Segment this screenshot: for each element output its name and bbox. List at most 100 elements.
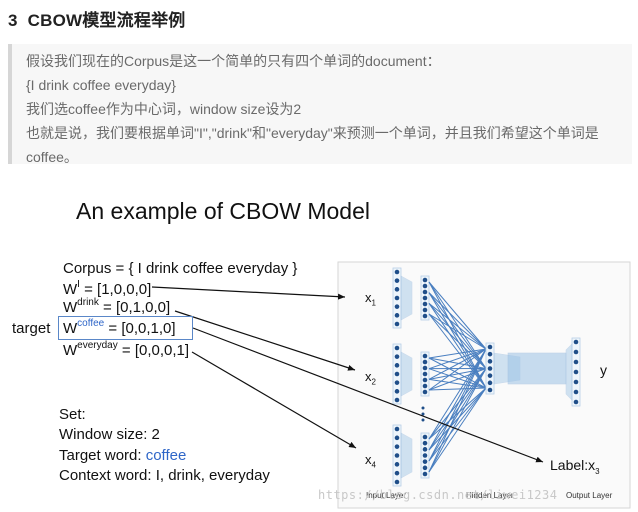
vector-w-i: WI = [1,0,0,0]	[63, 279, 152, 298]
connection-line	[428, 387, 487, 440]
input-fan-3	[400, 432, 413, 479]
input-column-1-node	[394, 278, 400, 283]
arrow-weveryday-to-x4	[191, 351, 357, 449]
output-column-node	[573, 399, 579, 405]
hidden-column-node	[487, 351, 493, 357]
hidden-layer-label: Hidden Layer	[466, 491, 514, 500]
input-column-1-node	[394, 313, 400, 318]
connection-line	[428, 292, 487, 350]
hidden-column-node	[487, 387, 493, 393]
arrow-wdrink-to-x2	[174, 310, 356, 371]
weight-column-3-node	[422, 434, 428, 440]
target-word-value: coffee	[145, 447, 187, 464]
x-sub: 2	[371, 377, 376, 387]
connection-line	[428, 387, 487, 473]
weight-column-2-node	[422, 353, 428, 359]
weight-column-1-node	[422, 301, 428, 307]
output-column-node	[573, 359, 579, 365]
input-column-3-node	[394, 453, 400, 458]
quote-line: 也就是说，我们要根据单词"I","drink"和"everyday"来预测一个单…	[26, 125, 599, 141]
set-label: Set:	[59, 406, 86, 423]
weight-column-1-node	[422, 307, 428, 313]
connection-line	[428, 387, 487, 391]
connection-line	[428, 348, 487, 370]
arrow-wcoffee-to-label	[192, 327, 544, 463]
connection-line	[428, 303, 487, 369]
arrow-wI-to-x1	[151, 286, 346, 300]
vector-base: W	[63, 299, 78, 316]
vector-value: = [1,0,0,0]	[79, 281, 152, 298]
input-column-2-node	[394, 380, 400, 385]
output-fan	[565, 343, 573, 401]
connection-line	[428, 368, 487, 473]
weight-column-3-node	[422, 471, 428, 477]
input-column-2-node	[394, 389, 400, 394]
y-label: y	[600, 362, 607, 378]
corpus-text: Corpus = { I drink coffee everyday }	[63, 260, 298, 277]
input-column-3-node	[394, 470, 400, 476]
quote-line: 我们选coffee作为中心词，window size设为2	[26, 101, 302, 117]
hidden-column-node	[487, 366, 493, 371]
vector-w-coffee: Wcoffee = [0,0,1,0]	[63, 318, 176, 337]
hidden-column-node	[487, 344, 493, 350]
connection-line	[428, 348, 487, 451]
weight-column-1-node	[422, 289, 428, 295]
connection-line	[428, 348, 487, 380]
x2-label: x2	[365, 369, 376, 387]
input-fan-1	[400, 275, 413, 321]
input-fan-2	[400, 351, 413, 397]
x4-label: x4	[365, 452, 376, 470]
blockquote: 假设我们现在的Corpus是这一个简单的只有四个单词的document： {I …	[8, 44, 632, 165]
watermark: https://blog.csdn.net/liwei1234	[318, 488, 558, 502]
connection-line	[428, 348, 487, 391]
input-column-3-node	[394, 444, 400, 449]
connection-line	[428, 313, 487, 389]
section-number: 3	[8, 11, 18, 30]
input-column-2-node	[394, 345, 400, 351]
vector-value: = [0,0,1,0]	[104, 320, 176, 337]
input-column-1-node	[394, 295, 400, 301]
input-column-2-node	[394, 397, 400, 403]
input-column-2-node	[394, 354, 400, 359]
connection-line	[428, 348, 487, 440]
label-base: Label:x	[550, 457, 596, 473]
input-column-1-node	[394, 321, 400, 327]
target-label: target	[12, 320, 51, 337]
output-column-node	[573, 369, 579, 375]
connection-line	[428, 303, 487, 389]
weight-column-3-node	[422, 447, 428, 452]
connection-line	[428, 368, 487, 462]
vector-value: = [0,0,0,1]	[117, 342, 190, 359]
vector-base: W	[63, 320, 78, 337]
quote-line: coffee。	[26, 149, 78, 165]
ellipsis-dot	[421, 418, 425, 422]
connection-line	[428, 368, 487, 451]
weight-column-1-node	[422, 313, 428, 319]
target-word-text: Target word: coffee	[59, 447, 186, 464]
connection-line	[428, 281, 487, 350]
input-column-3-node	[394, 462, 400, 467]
weight-column-3-node	[422, 459, 428, 464]
vector-base: W	[63, 281, 78, 298]
slide-title: An example of CBOW Model	[76, 198, 371, 224]
output-layer-label: Output Layer	[566, 491, 613, 500]
output-column-node	[573, 339, 579, 345]
quote-line: {I drink coffee everyday}	[26, 77, 176, 93]
ellipsis-dot	[421, 406, 425, 410]
connection-line	[428, 387, 487, 451]
input-column-1-node	[394, 269, 400, 275]
hidden-column-node	[487, 380, 493, 386]
x-base: x	[365, 290, 372, 305]
weight-column-1-node	[422, 277, 428, 283]
connection-line	[428, 302, 487, 350]
window-size-text: Window size: 2	[59, 426, 160, 443]
weight-column-2-node	[422, 365, 428, 371]
x-base: x	[365, 452, 372, 467]
hidden-to-output-band	[507, 352, 567, 385]
output-column-node	[573, 349, 579, 355]
weight-column-2-node	[422, 359, 428, 365]
vector-sup: everyday	[77, 340, 118, 351]
network-layers	[392, 267, 581, 487]
hidden-column-node	[487, 359, 493, 364]
